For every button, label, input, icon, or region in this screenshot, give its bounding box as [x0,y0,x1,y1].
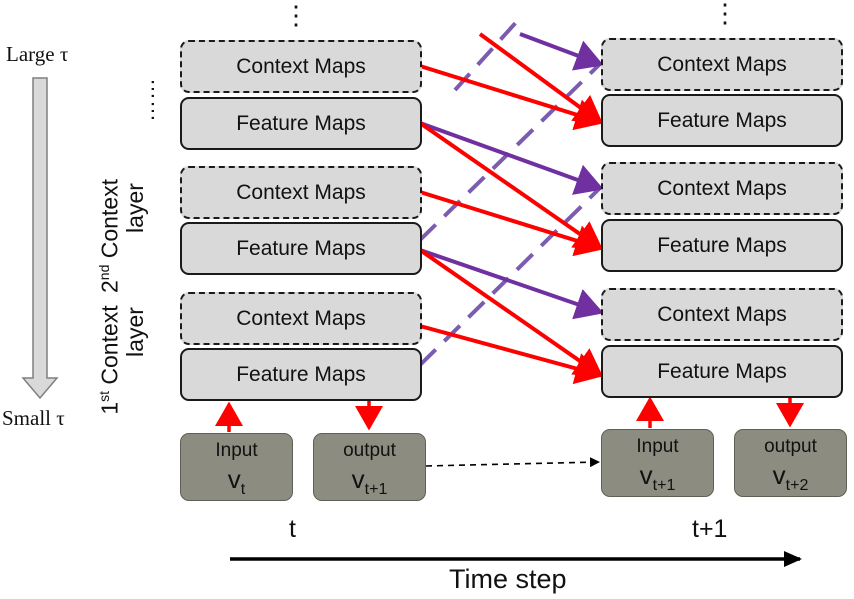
second-context-layer-label: 2nd Context layer [96,171,157,301]
small-tau-label: Small τ [2,406,65,430]
layer-ordinal-suffix: nd [96,264,112,281]
output-node-t1: output vt+2 [734,429,847,497]
first-context-layer-label: 1st Context layer [96,295,157,425]
input-variable: vt+1 [639,460,676,495]
ellipsis-vertical-t: ⋮ [283,0,309,30]
feature-to-context-arrow-2 [419,121,604,195]
input-node-t: Input vt [180,433,293,501]
output-feedback-arrow [425,457,600,468]
layer-word: layer [121,183,148,233]
feature-maps-t-layer1: Feature Maps [180,348,422,401]
feature-to-context-arrow-1 [419,248,604,320]
layer-ordinal-suffix: st [96,390,112,402]
output-variable: vt+1 [351,464,388,499]
feature-maps-t1-layer2: Feature Maps [601,219,843,272]
feature-to-feature-arrow-1 [418,248,604,378]
input-node-t1: Input vt+1 [601,429,714,497]
dashed-context-link-2 [418,62,602,242]
context-maps-t1-upper: Context Maps [601,38,843,91]
feature-to-feature-arrow-2 [418,121,604,251]
feature-maps-t-upper: Feature Maps [180,97,422,150]
input-variable: vt [227,464,246,499]
layer-ordinal: 2 [96,280,123,294]
ellipsis-vertical-t1: ⋮ [712,0,738,28]
context-to-feature-arrow-3 [419,64,604,131]
layer-word: layer [121,307,148,357]
context-maps-t-layer2: Context Maps [180,166,422,219]
feature-maps-t1-upper: Feature Maps [601,94,843,147]
time-label-t: t [289,515,296,543]
feature-maps-t1-layer1: Feature Maps [601,345,843,398]
time-label-t1: t+1 [692,515,728,543]
feature-to-context-arrow-3 [519,32,604,71]
output-node-t: output vt+1 [313,433,426,501]
feature-to-feature-arrow-3 [478,32,604,125]
input-caption: Input [636,436,679,457]
layer-name: Context [96,178,123,259]
ellipsis-horizontal: …… [134,78,159,122]
scale-axis-arrow [21,77,59,400]
dashed-context-link-3 [453,16,522,92]
large-tau-label: Large τ [6,42,69,66]
layer-ordinal: 1 [96,401,123,415]
time-axis-label: Time step [449,564,567,594]
context-to-feature-arrow-1 [419,324,604,385]
output-caption: output [343,440,396,461]
context-to-feature-arrow-2 [419,190,604,257]
feature-maps-t-layer2: Feature Maps [180,222,422,275]
context-maps-t-upper: Context Maps [180,40,422,93]
context-maps-t-layer1: Context Maps [180,292,422,345]
context-maps-t1-layer2: Context Maps [601,162,843,215]
output-caption: output [764,436,817,457]
context-maps-t1-layer1: Context Maps [601,288,843,341]
input-caption: Input [215,440,258,461]
output-variable: vt+2 [772,460,809,495]
layer-name: Context [96,305,123,385]
